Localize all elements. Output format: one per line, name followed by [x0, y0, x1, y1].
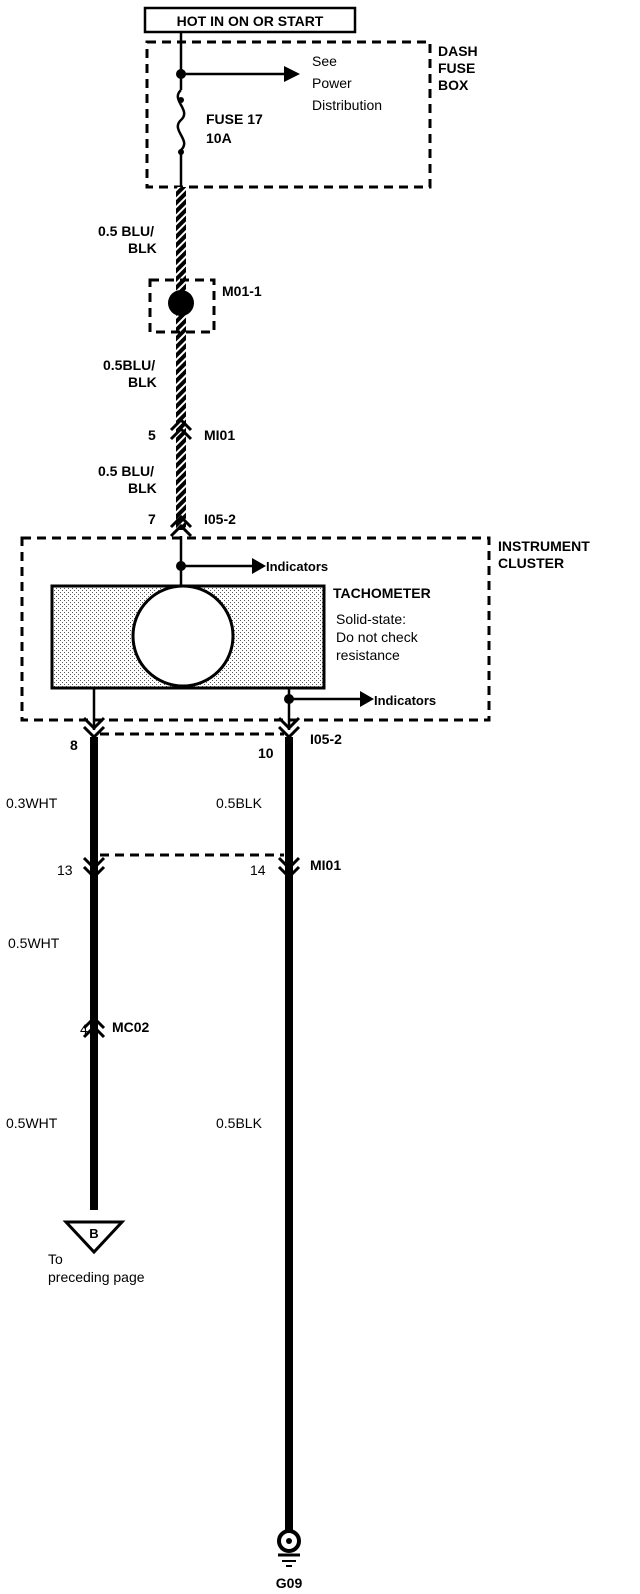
- tachometer-gauge: [131, 584, 235, 688]
- i05-top-name: I05-2: [204, 511, 236, 527]
- offpage-text-line1: To: [48, 1251, 63, 1267]
- splice-box: [148, 278, 216, 334]
- wire-label-left-1: 0.3WHT: [6, 795, 58, 811]
- connector-mc02: 4 MC02: [80, 1015, 150, 1039]
- cluster-title-line2: CLUSTER: [498, 555, 564, 571]
- wire-label-1a: 0.5 BLU/: [98, 223, 154, 239]
- note-line2: Do not check: [336, 629, 419, 645]
- splice-dot: [168, 290, 194, 316]
- tachometer: TACHOMETER Solid-state: Do not check res…: [50, 584, 431, 690]
- wire-blu-blk: [176, 187, 186, 530]
- dash-fuse-box: DASH FUSE BOX See Power Distribution FUS…: [145, 40, 478, 189]
- wire-label-3b: BLK: [128, 480, 157, 496]
- fuse-terminal-bottom: [178, 149, 184, 155]
- cluster-title-line1: INSTRUMENT: [498, 538, 590, 554]
- wire-label-right-1: 0.5BLK: [216, 795, 263, 811]
- wire-label-right-2: 0.5BLK: [216, 1115, 263, 1131]
- ground-label: G09: [276, 1575, 303, 1591]
- mi01-left-pin: 13: [57, 862, 73, 878]
- offpage-letter: B: [89, 1226, 98, 1241]
- wire-label-2b: BLK: [128, 374, 157, 390]
- fuse-box-title-line3: BOX: [438, 77, 469, 93]
- fuse-box-title-line1: DASH: [438, 43, 478, 59]
- mi01-top-name: MI01: [204, 427, 235, 443]
- indicators-top-label: Indicators: [266, 559, 328, 574]
- mi01-right-name: MI01: [310, 857, 341, 873]
- tachometer-label: TACHOMETER: [333, 585, 431, 601]
- fuse-rating: 10A: [206, 130, 232, 146]
- arrow-right-icon: [252, 558, 266, 574]
- wire-label-left-3: 0.5WHT: [6, 1115, 58, 1131]
- offpage-connector-b: B To preceding page: [48, 1220, 145, 1285]
- mc02-name: MC02: [112, 1019, 150, 1035]
- see-text-line1: See: [312, 53, 337, 69]
- instrument-cluster: INSTRUMENT CLUSTER: [20, 536, 590, 722]
- wire-label-2a: 0.5BLU/: [103, 357, 155, 373]
- offpage-text-line2: preceding page: [48, 1269, 145, 1285]
- mi01-right-pin: 14: [250, 862, 266, 878]
- connector-i05-bottom: 8 10 I05-2: [70, 716, 342, 761]
- mc02-pin: 4: [80, 1021, 88, 1037]
- indicators-bottom-label: Indicators: [374, 693, 436, 708]
- i05-right-pin: 10: [258, 745, 274, 761]
- note-line3: resistance: [336, 647, 400, 663]
- arrow-right-icon: [360, 691, 374, 707]
- fuse-name: FUSE 17: [206, 111, 263, 127]
- power-source-text: HOT IN ON OR START: [177, 13, 324, 29]
- i05-left-pin: 8: [70, 737, 78, 753]
- note-line1: Solid-state:: [336, 611, 406, 627]
- wire-label-left-2: 0.5WHT: [8, 935, 60, 951]
- see-text-line3: Distribution: [312, 97, 382, 113]
- power-source-label: HOT IN ON OR START: [143, 6, 357, 34]
- i05-right-name: I05-2: [310, 731, 342, 747]
- see-text-line2: Power: [312, 75, 352, 91]
- fuse-terminal-top: [178, 97, 184, 103]
- wire-label-3a: 0.5 BLU/: [98, 463, 154, 479]
- connector-i05-top: 7 I05-2: [148, 511, 236, 538]
- fuse-box-title-line2: FUSE: [438, 60, 475, 76]
- i05-top-pin: 7: [148, 511, 156, 527]
- mi01-top-pin: 5: [148, 427, 156, 443]
- fuse-symbol: [176, 89, 186, 186]
- connector-mi01-bottom: 13 14 MI01: [57, 853, 341, 880]
- splice-label: M01-1: [222, 283, 262, 299]
- ground-g09: G09: [276, 1529, 303, 1591]
- wire-label-1b: BLK: [128, 240, 157, 256]
- connector-mi01-top: 5 MI01: [148, 417, 235, 443]
- arrow-right-icon: [284, 66, 300, 82]
